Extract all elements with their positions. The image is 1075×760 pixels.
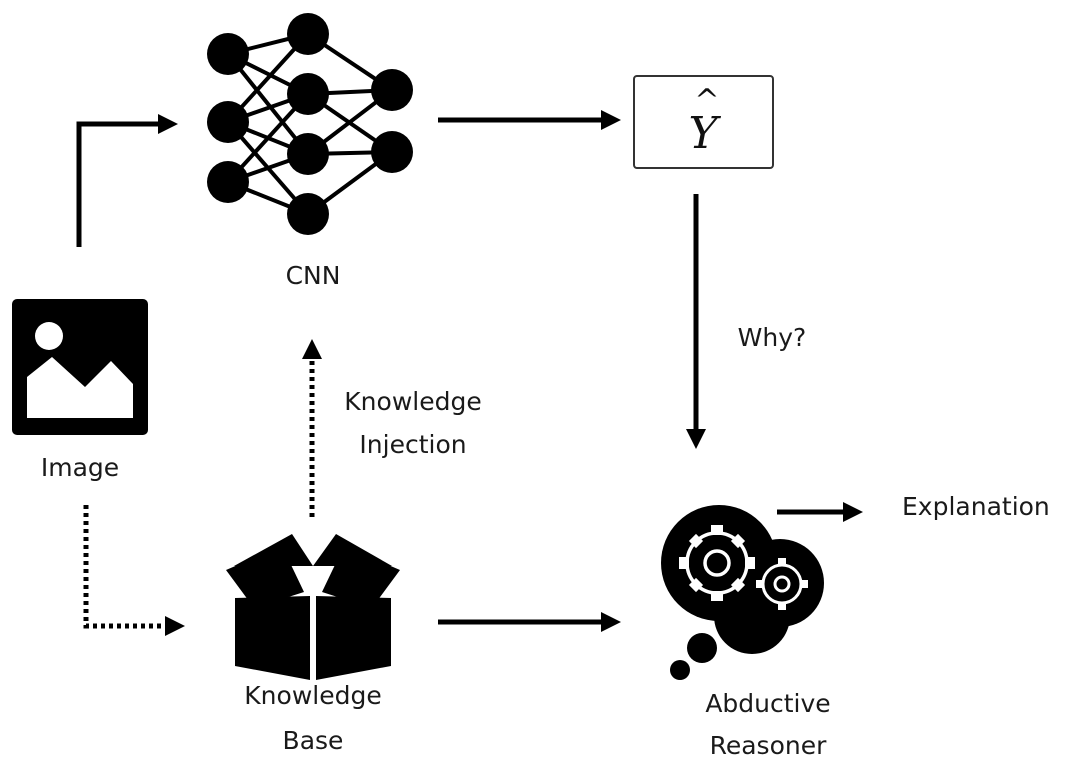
image-icon	[12, 299, 148, 435]
prediction-symbol: Y	[688, 108, 721, 159]
explanation-label: Explanation	[902, 492, 1050, 521]
neural-network-icon	[207, 13, 413, 235]
why-label: Why?	[738, 323, 807, 352]
prediction-hat-accent: ^	[694, 83, 719, 118]
image-to-cnn-arrow	[76, 114, 178, 247]
knowledge-injection-label-line2: Injection	[359, 430, 466, 459]
gears-thought-bubble-icon	[661, 505, 824, 680]
open-box-icon	[226, 534, 400, 680]
knowledge-base-label-line2: Base	[283, 726, 344, 755]
image-to-knowledge-base-arrow	[83, 505, 185, 636]
abductive-reasoner-label-line2: Reasoner	[710, 731, 827, 760]
prediction-box: Y ^	[633, 75, 774, 169]
abductive-reasoner-label-line1: Abductive	[705, 689, 830, 718]
cnn-label: CNN	[286, 261, 341, 290]
image-label: Image	[41, 453, 119, 482]
knowledge-injection-label-line1: Knowledge	[344, 387, 481, 416]
knowledge-base-label-line1: Knowledge	[244, 681, 381, 710]
